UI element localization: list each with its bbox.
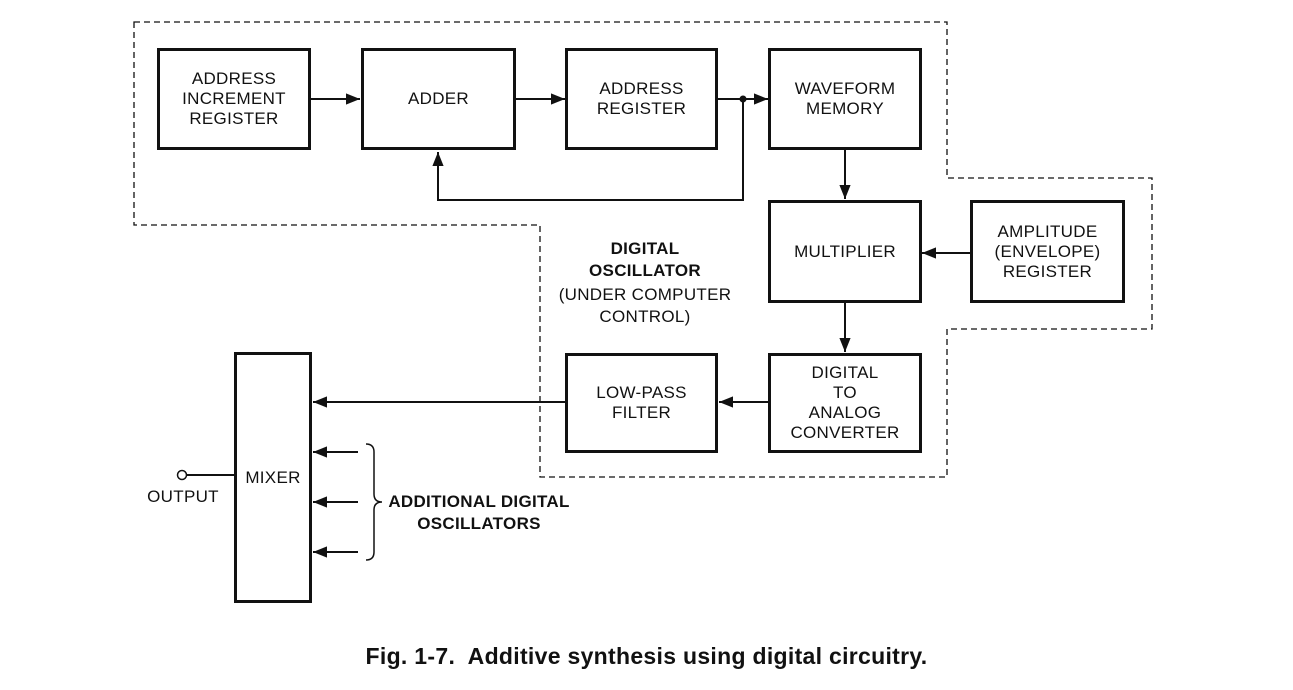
arrow-feedback-to-adder (432, 99, 744, 201)
digital-oscillator-title: DIGITAL OSCILLATOR (589, 239, 701, 280)
amplitude-register-label: AMPLITUDE (ENVELOPE) REGISTER (994, 221, 1101, 281)
low-pass-filter-label: LOW-PASS FILTER (596, 383, 687, 422)
waveform-memory-block: WAVEFORM MEMORY (768, 48, 922, 150)
mixer-label: MIXER (245, 467, 301, 487)
waveform-memory-label: WAVEFORM MEMORY (794, 79, 896, 118)
adder-label: ADDER (407, 89, 469, 108)
digital-oscillator-subtitle: (UNDER COMPUTER CONTROL) (558, 285, 732, 326)
address-register-label: ADDRESS REGISTER (596, 79, 687, 118)
figure-caption: Fig. 1-7. Additive synthesis using digit… (365, 643, 928, 669)
additional-oscillators-label: ADDITIONAL DIGITAL OSCILLATORS (388, 492, 570, 533)
dac-block: DIGITAL TO ANALOG CONVERTER (768, 353, 922, 453)
output-label: OUTPUT (147, 487, 219, 506)
multiplier-block: MULTIPLIER (768, 200, 922, 303)
address-increment-register-label: ADDRESS INCREMENT REGISTER (182, 69, 286, 128)
output-terminal (176, 469, 188, 481)
amplitude-register-block: AMPLITUDE (ENVELOPE) REGISTER (970, 200, 1125, 303)
dac-label: DIGITAL TO ANALOG CONVERTER (790, 363, 900, 442)
additional-oscillators-brace (365, 443, 383, 561)
address-increment-register-block: ADDRESS INCREMENT REGISTER (157, 48, 311, 150)
low-pass-filter-block: LOW-PASS FILTER (565, 353, 718, 453)
adder-block: ADDER (361, 48, 516, 150)
multiplier-label: MULTIPLIER (794, 241, 896, 261)
address-register-block: ADDRESS REGISTER (565, 48, 718, 150)
oscillator-boundary (133, 21, 1153, 478)
mixer-block: MIXER (234, 352, 312, 603)
